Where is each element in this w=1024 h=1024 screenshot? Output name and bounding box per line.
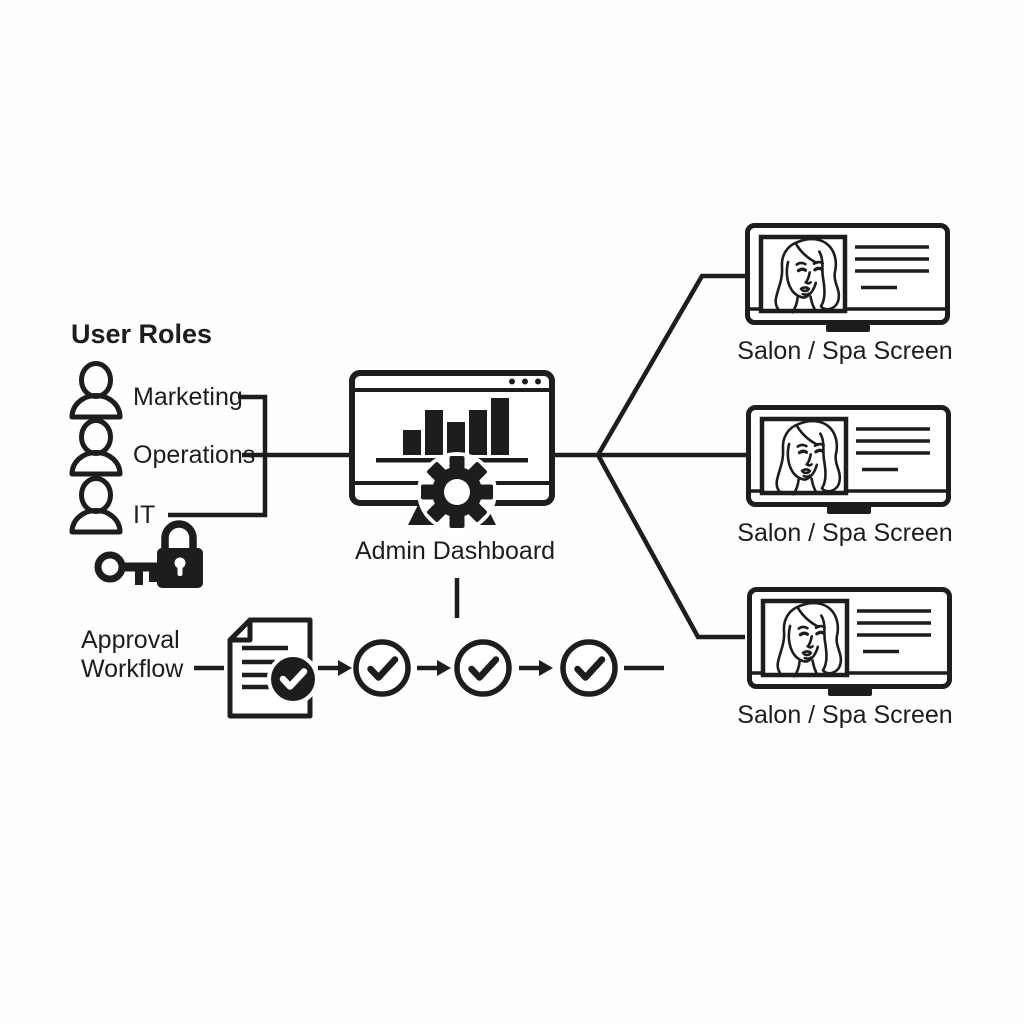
admin-dashboard-label: Admin Dashboard [354,537,556,565]
admin-dashboard-icon [349,370,555,532]
fork-to-screen3-line [596,453,745,640]
check-circle-icon-1 [356,642,408,694]
window-dots-icon [509,378,541,385]
user-icon-operations [72,421,120,475]
arrow-right-icon-3 [519,660,553,676]
arrow-right-icon-1 [318,660,352,676]
salon-screen-icon-3 [750,590,950,697]
salon-screen-label-3: Salon / Spa Screen [737,701,953,729]
document-icon [227,617,319,719]
role-label-marketing: Marketing [133,383,243,411]
check-badge-icon [267,653,319,705]
salon-screen-icon-1 [748,226,948,333]
user-icon-marketing [72,364,120,418]
connector-lines [168,273,748,671]
role-label-it: IT [133,501,156,529]
user-roles-title: User Roles [71,319,213,349]
salon-screen-icon-2 [749,408,949,515]
gear-icon [421,456,493,528]
lock-icon [157,520,203,588]
user-icon-it [72,479,120,533]
check-circle-icon-3 [563,642,615,694]
role-label-operations: Operations [133,441,256,469]
approval-workflow-label: Approval Workflow [81,626,184,683]
arrow-right-icon-2 [417,660,451,676]
fork-to-screen1-line [596,273,747,457]
key-icon [94,551,162,585]
check-circle-icon-2 [457,642,509,694]
salon-screen-label-1: Salon / Spa Screen [737,337,953,365]
salon-screen-label-2: Salon / Spa Screen [737,519,953,547]
